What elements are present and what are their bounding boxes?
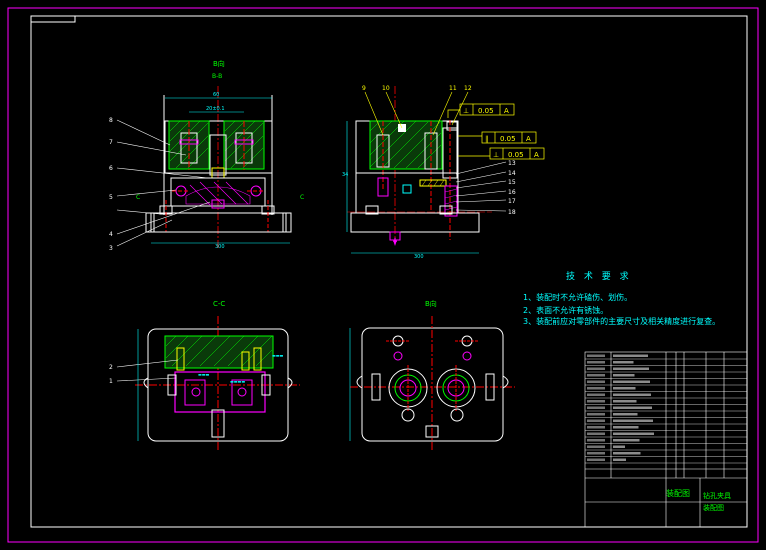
- title-block-text-stroke: [587, 413, 605, 416]
- tolerance-frame: [458, 147, 545, 160]
- title-block-text-stroke: [613, 367, 649, 370]
- svg-text:20±0.1: 20±0.1: [206, 106, 225, 112]
- title-block-text-stroke: [613, 387, 636, 390]
- view-arrow-mark: B-B: [212, 73, 222, 80]
- title-block-text-stroke: [613, 419, 653, 422]
- title-block-text-stroke: [613, 354, 648, 357]
- datum-mark: A: [393, 237, 398, 244]
- svg-text:300: 300: [414, 254, 424, 260]
- outer-frame: [7, 7, 759, 543]
- title-block-text-stroke: [613, 426, 639, 429]
- title-block-text-stroke: [613, 452, 641, 455]
- part-label: 14: [508, 170, 516, 177]
- title-block-text-stroke: [587, 426, 605, 429]
- svg-text:0.05: 0.05: [508, 151, 524, 159]
- part-label: 5: [109, 194, 113, 201]
- title-block-text-stroke: [613, 393, 651, 396]
- title-block-text-stroke: [613, 361, 634, 364]
- inner-frame: [30, 15, 748, 528]
- svg-text:A: A: [504, 107, 509, 115]
- title-block-text-stroke: [613, 406, 652, 409]
- front-view: B向 B-B: [109, 59, 304, 252]
- svg-text:∥: ∥: [485, 135, 489, 143]
- tech-requirements-title: 技 术 要 求: [566, 272, 632, 282]
- title-block-text-stroke: [613, 374, 635, 377]
- drawing-name-1: 钻孔夹具: [703, 491, 731, 500]
- title-block-text-stroke: [587, 361, 605, 364]
- part-label: 2: [109, 364, 113, 371]
- svg-text:B向: B向: [425, 299, 437, 308]
- title-block-text-stroke: [587, 452, 605, 455]
- section-view: C-C ▬▬▬ ▬▬▬▬ ▬▬▬: [109, 300, 300, 452]
- drawing-title: 装配图: [666, 488, 690, 498]
- title-block-text-stroke: [613, 439, 640, 442]
- tolerance-frame: [458, 131, 537, 144]
- bottom-view: B向: [349, 299, 515, 452]
- svg-text:0.05: 0.05: [500, 135, 516, 143]
- side-view: 34 300 ⊥ 0.05 A ∥ 0.05 A ⊥ 0.05 A A: [342, 85, 545, 260]
- title-block-text-stroke: [587, 439, 605, 442]
- title-block-text-stroke: [587, 367, 605, 370]
- part-label: 17: [508, 198, 516, 205]
- title-block-text-stroke: [613, 432, 654, 435]
- tech-requirement-item: 1、装配时不允许磕伤、划伤。: [523, 293, 633, 302]
- title-block-text-stroke: [613, 413, 638, 416]
- part-label: 15: [508, 179, 516, 186]
- svg-text:▬▬▬: ▬▬▬: [272, 353, 284, 358]
- svg-text:C: C: [300, 194, 304, 201]
- part-label: 8: [109, 117, 113, 124]
- title-block-text-stroke: [587, 374, 605, 377]
- part-label: 12: [464, 85, 472, 92]
- svg-text:A: A: [534, 151, 539, 159]
- part-label: 18: [508, 209, 516, 216]
- part-label: 16: [508, 189, 516, 196]
- svg-text:C: C: [136, 194, 140, 201]
- corner-box: [30, 15, 76, 23]
- title-block-text-stroke: [587, 380, 605, 383]
- tolerance-frame: [447, 103, 515, 118]
- title-block-text-stroke: [613, 445, 625, 448]
- part-label: 13: [508, 160, 516, 167]
- title-block-text-stroke: [587, 400, 605, 403]
- title-block-text-stroke: [613, 458, 626, 461]
- svg-text:34: 34: [342, 172, 348, 178]
- svg-text:0.05: 0.05: [478, 107, 494, 115]
- title-block-text-stroke: [587, 445, 605, 448]
- svg-text:A: A: [526, 135, 531, 143]
- part-label: 3: [109, 245, 113, 252]
- title-block-text-stroke: [613, 380, 650, 383]
- title-block-text-stroke: [587, 419, 605, 422]
- title-block-text-stroke: [613, 400, 637, 403]
- part-label: 7: [109, 139, 113, 146]
- part-label: 10: [382, 85, 390, 92]
- part-label: 1: [109, 378, 113, 385]
- svg-text:⊥: ⊥: [463, 107, 469, 115]
- svg-text:300: 300: [215, 244, 225, 250]
- svg-text:▬▬▬: ▬▬▬: [198, 372, 210, 377]
- view-arrow-label: B向: [213, 59, 225, 68]
- title-block: [584, 351, 748, 528]
- drawing-name-2: 装配图: [703, 503, 724, 512]
- title-block-text-stroke: [587, 393, 605, 396]
- svg-text:⊥: ⊥: [493, 151, 499, 159]
- title-block-text-stroke: [587, 387, 605, 390]
- tech-requirement-item: 3、装配前应对零部件的主要尺寸及相关精度进行复查。: [523, 317, 721, 326]
- title-block-text-stroke: [587, 406, 605, 409]
- part-label: 6: [109, 165, 113, 172]
- part-label: 11: [449, 85, 457, 92]
- svg-text:60: 60: [213, 92, 219, 98]
- title-block-text-stroke: [587, 458, 605, 461]
- title-block-text-stroke: [587, 354, 605, 357]
- part-label: 9: [362, 85, 366, 92]
- part-label: 4: [109, 231, 113, 238]
- tech-requirement-item: 2、表面不允许有锈蚀。: [523, 306, 609, 315]
- svg-text:C-C: C-C: [213, 300, 225, 308]
- title-block-text-stroke: [587, 432, 605, 435]
- svg-text:▬▬▬▬: ▬▬▬▬: [230, 379, 245, 384]
